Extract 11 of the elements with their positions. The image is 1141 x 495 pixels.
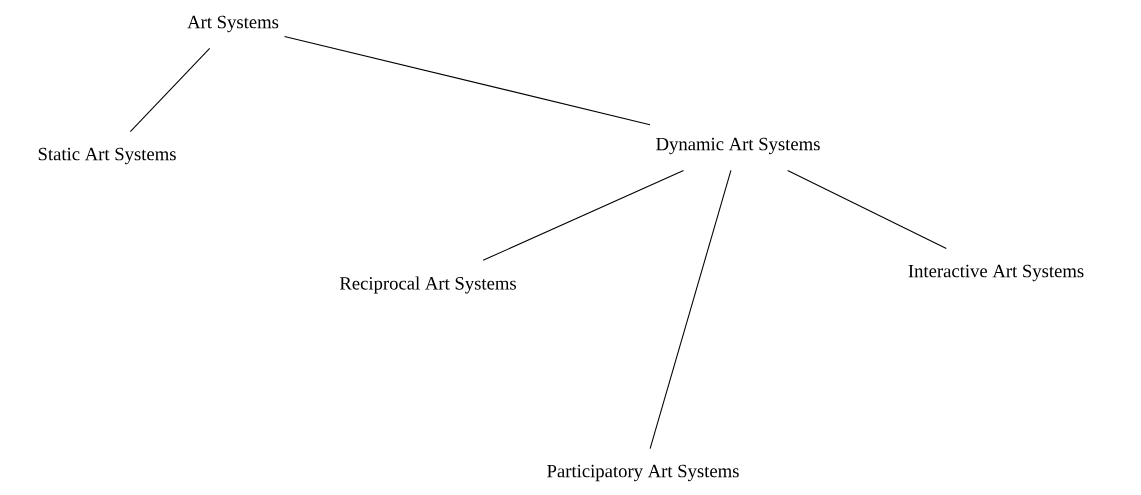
connector-line [129,47,211,133]
label-text: Participatory Art Systems [547,464,739,482]
connector-line [787,169,947,250]
connector-line [649,169,732,450]
label-text: Dynamic Art Systems [656,137,820,155]
connector-line [482,169,685,261]
label-text: Interactive Art Systems [908,264,1084,282]
label-text: Static Art Systems [38,147,176,165]
label-text: Reciprocal Art Systems [339,276,516,294]
label-text: Art Systems [187,15,279,33]
connector-line [283,35,651,126]
